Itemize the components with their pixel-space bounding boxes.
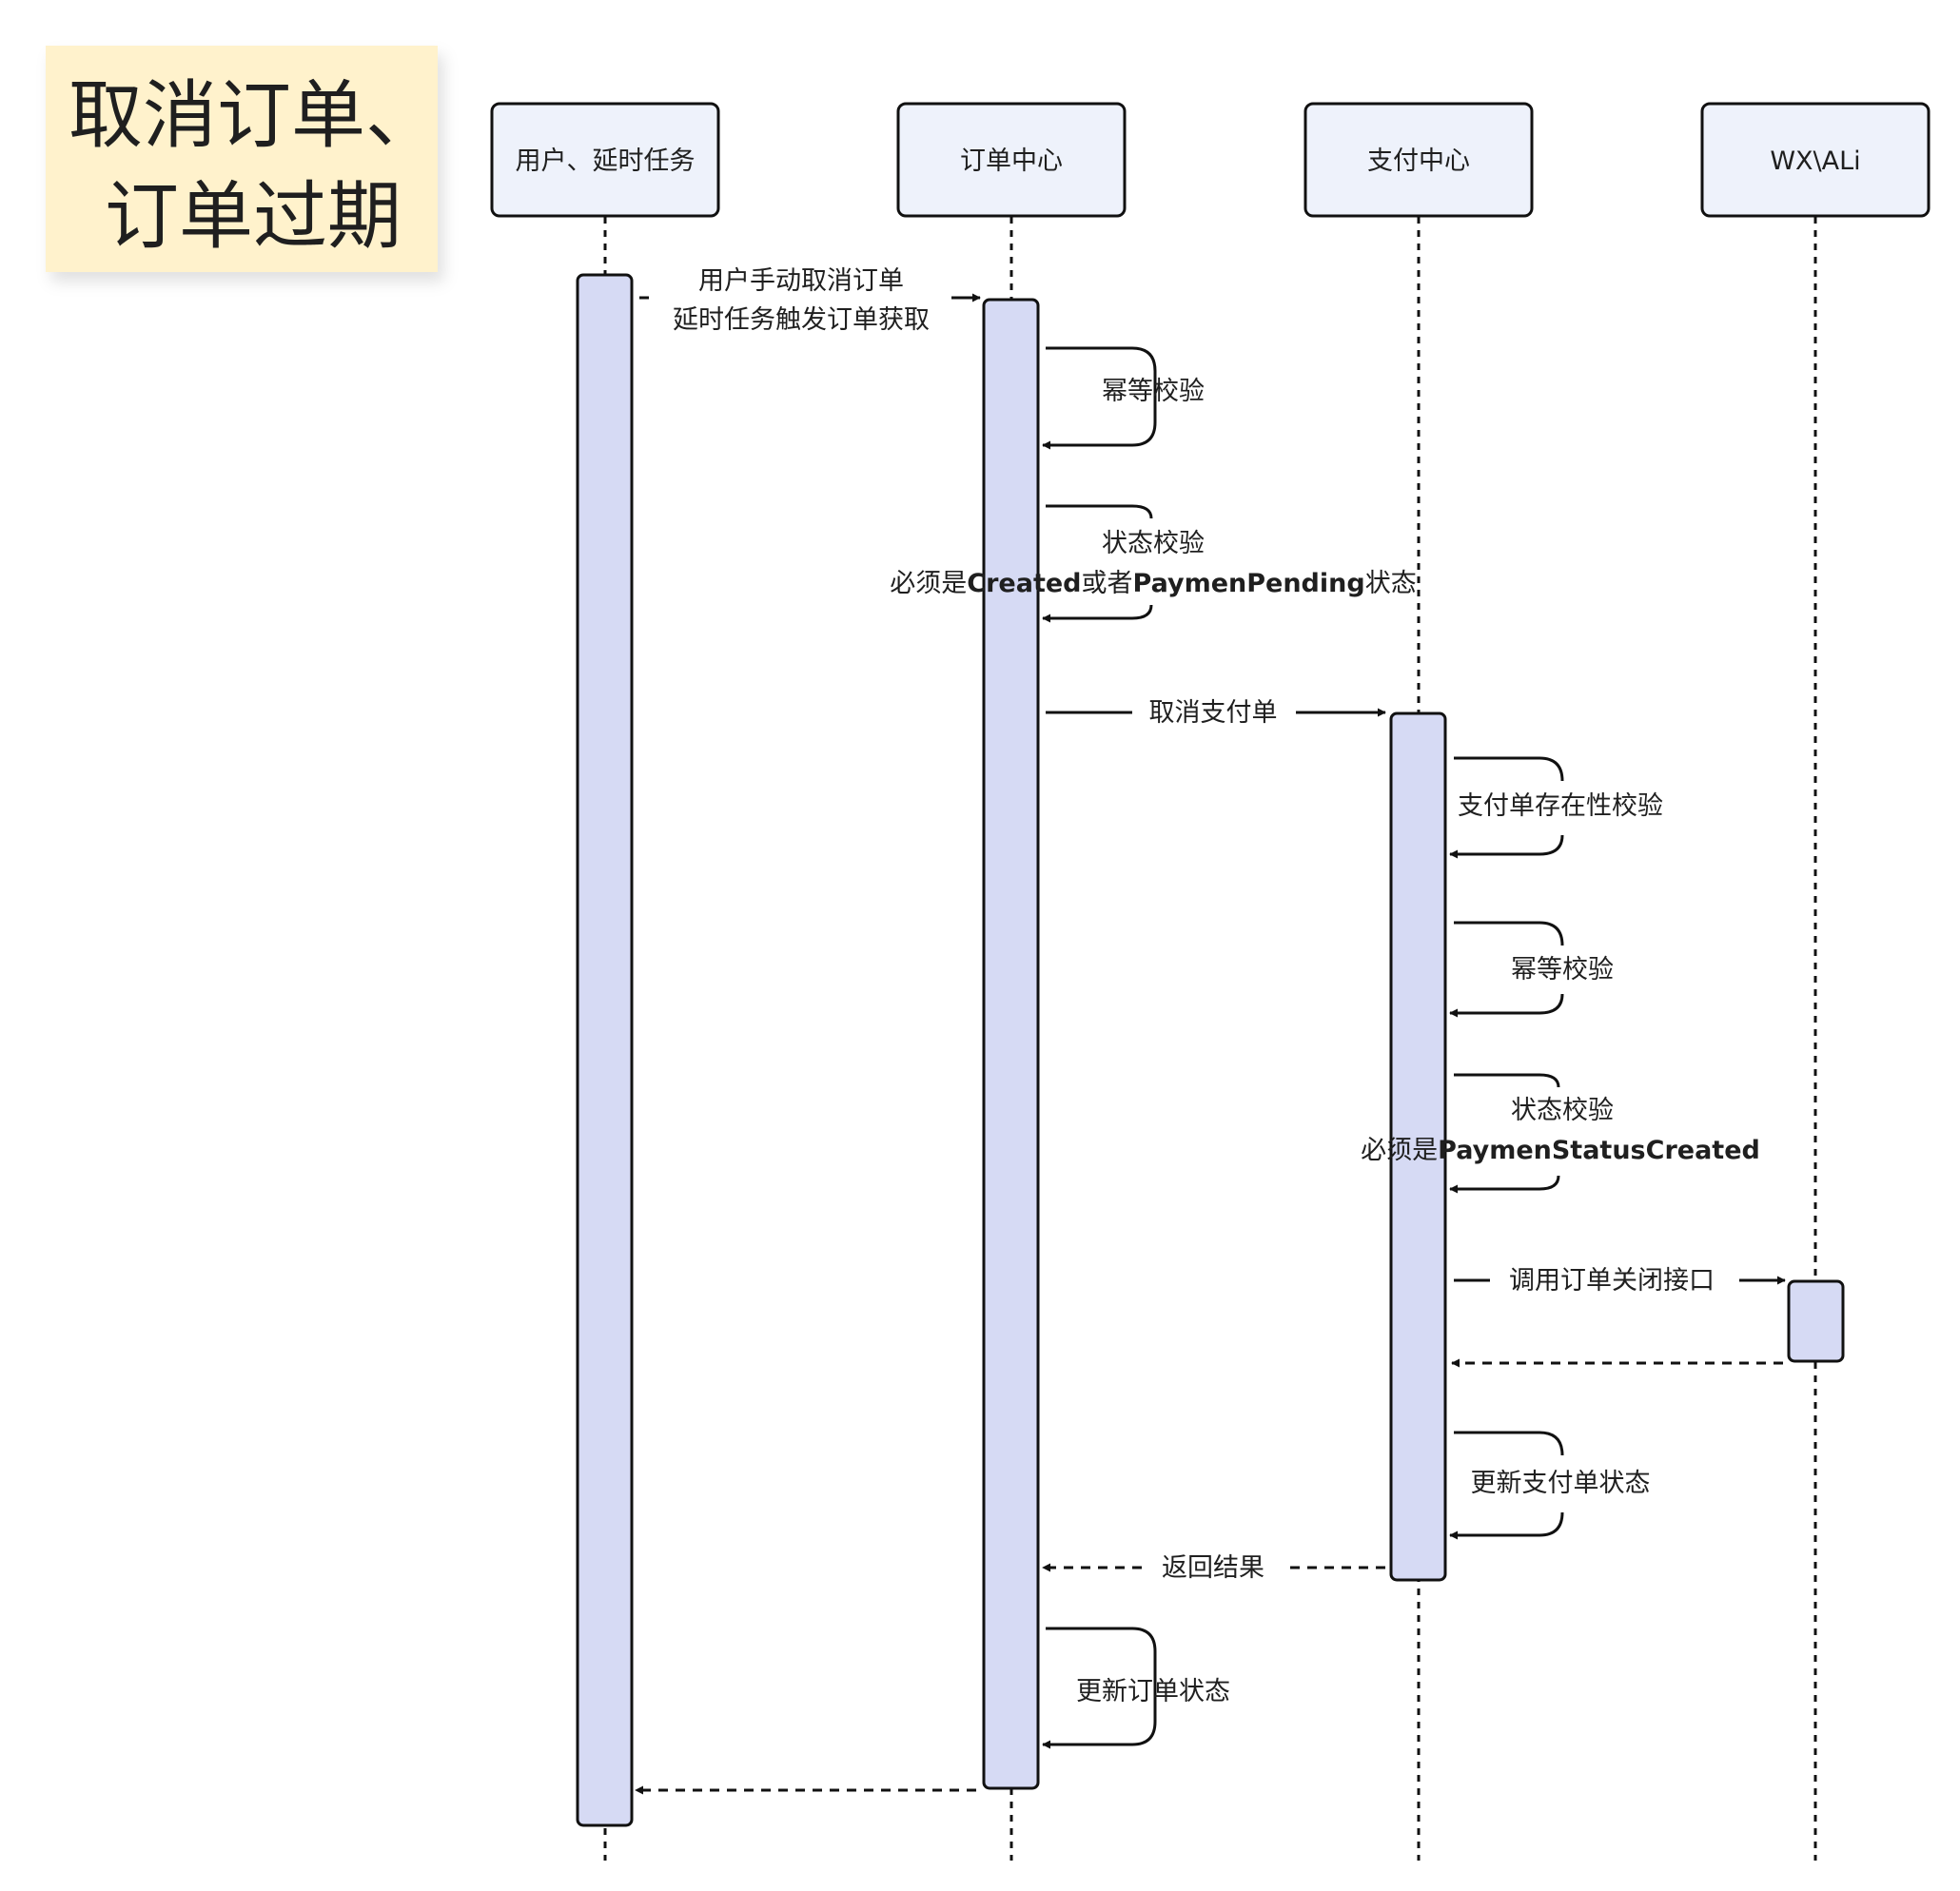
label-payment-status-line2: 必须是PaymenStatusCreated bbox=[1361, 1136, 1760, 1165]
label-return-result: 返回结果 bbox=[1162, 1553, 1264, 1583]
title-note-line1: 取消订单、 bbox=[69, 73, 440, 159]
label-close-order-call: 调用订单关闭接口 bbox=[1509, 1266, 1715, 1296]
label-payment-idempotency: 幂等校验 bbox=[1511, 955, 1614, 984]
participant-user-label: 用户、延时任务 bbox=[516, 146, 696, 176]
arrow-payment-existence-start bbox=[1454, 756, 1564, 782]
activation-user bbox=[576, 273, 634, 1827]
label-cancel-payment: 取消支付单 bbox=[1149, 698, 1278, 728]
title-note-background bbox=[46, 46, 438, 272]
arrow-payment-status-check bbox=[1449, 1175, 1560, 1194]
title-note-line2: 订单过期 bbox=[105, 174, 402, 260]
participant-user[interactable]: 用户、延时任务 bbox=[490, 102, 720, 218]
arrow-order-idempotency bbox=[1042, 346, 1157, 450]
label-update-order-status: 更新订单状态 bbox=[1076, 1677, 1230, 1706]
activations bbox=[576, 273, 1845, 1827]
arrow-update-payment-status bbox=[1449, 1511, 1564, 1540]
label-payment-status-line1: 状态校验 bbox=[1511, 1096, 1614, 1125]
participant-payment-center-label: 支付中心 bbox=[1367, 146, 1470, 176]
label-cancel-request-line1: 用户手动取消订单 bbox=[698, 266, 904, 296]
label-cancel-request-line2: 延时任务触发订单获取 bbox=[673, 305, 930, 335]
participant-payment-center[interactable]: 支付中心 bbox=[1303, 102, 1534, 218]
label-payment-status-created: PaymenStatusCreated bbox=[1438, 1136, 1760, 1165]
lifelines bbox=[603, 217, 1817, 1861]
activation-wx-ali bbox=[1787, 1279, 1845, 1363]
arrow-order-status-start bbox=[1046, 504, 1153, 519]
title-note: 取消订单、 订单过期 bbox=[46, 46, 440, 272]
arrow-order-status-check bbox=[1042, 604, 1153, 623]
label-order-idempotency: 幂等校验 bbox=[1102, 377, 1205, 406]
arrow-payment-idempotency bbox=[1449, 993, 1564, 1018]
label-order-status-or: 或者 bbox=[1082, 569, 1133, 598]
label-order-status-prefix: 必须是 bbox=[890, 569, 967, 598]
arrow-payment-status-start bbox=[1454, 1073, 1560, 1088]
label-order-status-suffix: 状态 bbox=[1365, 569, 1417, 598]
label-payment-existence: 支付单存在性校验 bbox=[1458, 791, 1663, 821]
label-order-status-line2: 必须是Created或者PaymenPending状态 bbox=[890, 569, 1416, 598]
arrow-update-payment-start bbox=[1454, 1431, 1564, 1456]
participant-order-center[interactable]: 订单中心 bbox=[896, 102, 1127, 218]
activation-payment-center bbox=[1389, 712, 1447, 1582]
label-order-status-line1: 状态校验 bbox=[1102, 529, 1205, 558]
message-labels: 用户手动取消订单 延时任务触发订单获取 幂等校验 状态校验 必须是Created… bbox=[673, 266, 1760, 1706]
activation-order-center bbox=[982, 298, 1040, 1790]
arrow-payment-existence-check bbox=[1449, 834, 1564, 859]
label-order-status-created: Created bbox=[967, 569, 1081, 598]
participant-wx-ali-label: WX\ALi bbox=[1770, 146, 1860, 176]
label-payment-status-prefix: 必须是 bbox=[1361, 1136, 1438, 1165]
participant-wx-ali[interactable]: WX\ALi bbox=[1700, 102, 1931, 218]
arrow-update-order-status bbox=[1042, 1627, 1157, 1749]
message-arrows bbox=[635, 293, 1786, 1795]
arrow-payment-idempotency-start bbox=[1454, 921, 1564, 946]
participant-order-center-label: 订单中心 bbox=[960, 146, 1063, 176]
label-update-payment-status: 更新支付单状态 bbox=[1471, 1469, 1651, 1498]
label-order-status-pending: PaymenPending bbox=[1133, 569, 1365, 598]
